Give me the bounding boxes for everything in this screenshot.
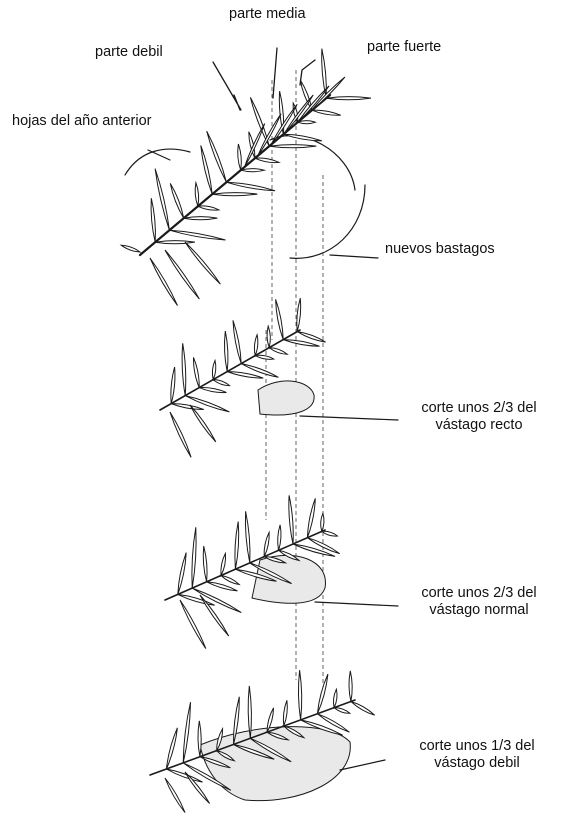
branch-normal-leaf: [289, 495, 293, 544]
leader-hojas: [148, 150, 170, 160]
branch-original-leaf: [298, 121, 316, 124]
branch-original-shoot-leaf: [311, 77, 345, 111]
branch-normal-leaf: [192, 527, 196, 588]
branch-recto-leaf: [199, 388, 226, 393]
new-shoots-outline-lower: [290, 185, 365, 258]
branch-debil-leaf: [283, 700, 287, 726]
branch-normal-leaf: [278, 525, 281, 550]
branch-recto-leaf: [224, 331, 227, 372]
branch-recto-leaf: [171, 404, 204, 410]
branch-normal-leaf: [221, 553, 226, 575]
branch-recto-leaf: [254, 335, 257, 356]
leader-nuevos-bastagos: [330, 255, 378, 258]
cut-area-normal: [252, 555, 325, 603]
branch-original-old-leaf: [150, 258, 178, 306]
branch-recto-leaf: [213, 380, 229, 386]
label-corte-recto-line2: vástago recto: [404, 417, 554, 434]
new-shoots-outline: [270, 136, 355, 190]
cut-area-recto: [258, 381, 314, 415]
branch-recto-leaf: [276, 299, 284, 339]
label-corte-normal-line2: vástago normal: [404, 602, 554, 619]
branch-recto-leaf: [212, 360, 215, 379]
branch-original-leaf: [201, 145, 212, 194]
label-corte-normal-line1: corte unos 2/3 del: [404, 585, 554, 602]
branch-debil-leaf: [333, 689, 337, 707]
branch-original-leaf: [155, 241, 195, 244]
branch-debil-leaf: [166, 728, 177, 769]
branch-normal-old-leaf: [180, 600, 206, 649]
branch-recto-leaf: [233, 320, 241, 363]
branch-recto-leaf: [297, 332, 325, 343]
branch-original-leaf: [238, 144, 242, 170]
label-parte-media: parte media: [229, 6, 306, 23]
branch-recto-old-leaf: [190, 405, 216, 442]
arrow-parte-media: [273, 48, 277, 98]
branch-original-leaf: [169, 230, 225, 240]
branch-debil-leaf: [183, 702, 190, 763]
branch-original-leaf: [269, 145, 316, 148]
arrow-parte-debil: [213, 62, 241, 110]
label-corte-normal: corte unos 2/3 del vástago normal: [404, 585, 554, 619]
branch-recto-leaf: [171, 367, 175, 404]
label-corte-debil-line2: vástago debil: [402, 755, 552, 772]
old-leaves-outline: [125, 149, 190, 175]
branch-original-leaf: [170, 183, 183, 218]
branch-recto-leaf: [255, 355, 274, 359]
leader-corte-recto: [300, 416, 398, 420]
branch-recto-leaf: [227, 372, 263, 379]
branch-recto-leaf: [269, 348, 287, 355]
label-corte-debil-line1: corte unos 1/3 del: [402, 738, 552, 755]
branch-recto-leaf: [283, 340, 319, 347]
branch-recto-old-leaf: [170, 412, 191, 457]
branch-recto-leaf: [193, 357, 199, 387]
branch-debil-old-leaf: [165, 778, 185, 813]
label-parte-debil: parte debil: [95, 44, 163, 61]
branch-recto-leaf: [297, 298, 301, 331]
branch-normal-leaf: [321, 513, 324, 531]
branch-normal-leaf: [235, 522, 239, 570]
label-corte-recto: corte unos 2/3 del vástago recto: [404, 400, 554, 434]
branch-original-leaf: [312, 110, 341, 115]
leader-corte-normal: [315, 602, 398, 606]
branches-drawn: [121, 49, 375, 813]
branch-original-leaf: [184, 217, 218, 220]
branch-normal-leaf: [307, 498, 315, 537]
branch-debil-leaf: [198, 721, 201, 757]
branch-recto-leaf: [182, 343, 186, 395]
branch-normal-leaf: [264, 532, 269, 556]
branch-original-leaf: [226, 182, 275, 191]
branch-original-leaf: [241, 169, 265, 172]
branch-original-leaf: [151, 198, 155, 242]
branch-debil-leaf: [349, 671, 352, 702]
branch-original-leaf: [198, 206, 219, 210]
branch-original-old-leaf: [185, 242, 220, 284]
branch-original-old-leaf: [121, 245, 140, 252]
branch-normal-leaf: [203, 546, 207, 582]
branch-recto-leaf: [267, 326, 270, 348]
label-parte-fuerte: parte fuerte: [367, 39, 441, 56]
label-corte-recto-line1: corte unos 2/3 del: [404, 400, 554, 417]
branch-debil-leaf: [351, 702, 375, 716]
branch-debil-leaf: [334, 708, 350, 714]
branch-normal-leaf: [322, 531, 338, 536]
branch-original-leaf: [155, 169, 169, 231]
branch-debil-leaf: [298, 670, 301, 720]
branch-normal-leaf: [178, 553, 186, 595]
label-hojas-anterior: hojas del año anterior: [12, 113, 151, 130]
branch-original-leaf: [255, 158, 279, 163]
branch-original-leaf: [195, 183, 199, 207]
branch-original-leaf: [212, 193, 257, 196]
branch-normal-leaf: [221, 576, 239, 585]
label-nuevos-bastagos: nuevos bastagos: [385, 241, 495, 258]
branch-original-leaf: [283, 134, 321, 141]
arrow-parte-fuerte: [300, 60, 315, 85]
branch-original-shoot-leaf: [298, 86, 329, 122]
label-corte-debil: corte unos 1/3 del vástago debil: [402, 738, 552, 772]
branch-normal-leaf: [245, 511, 250, 563]
branch-original-leaf: [326, 97, 371, 100]
